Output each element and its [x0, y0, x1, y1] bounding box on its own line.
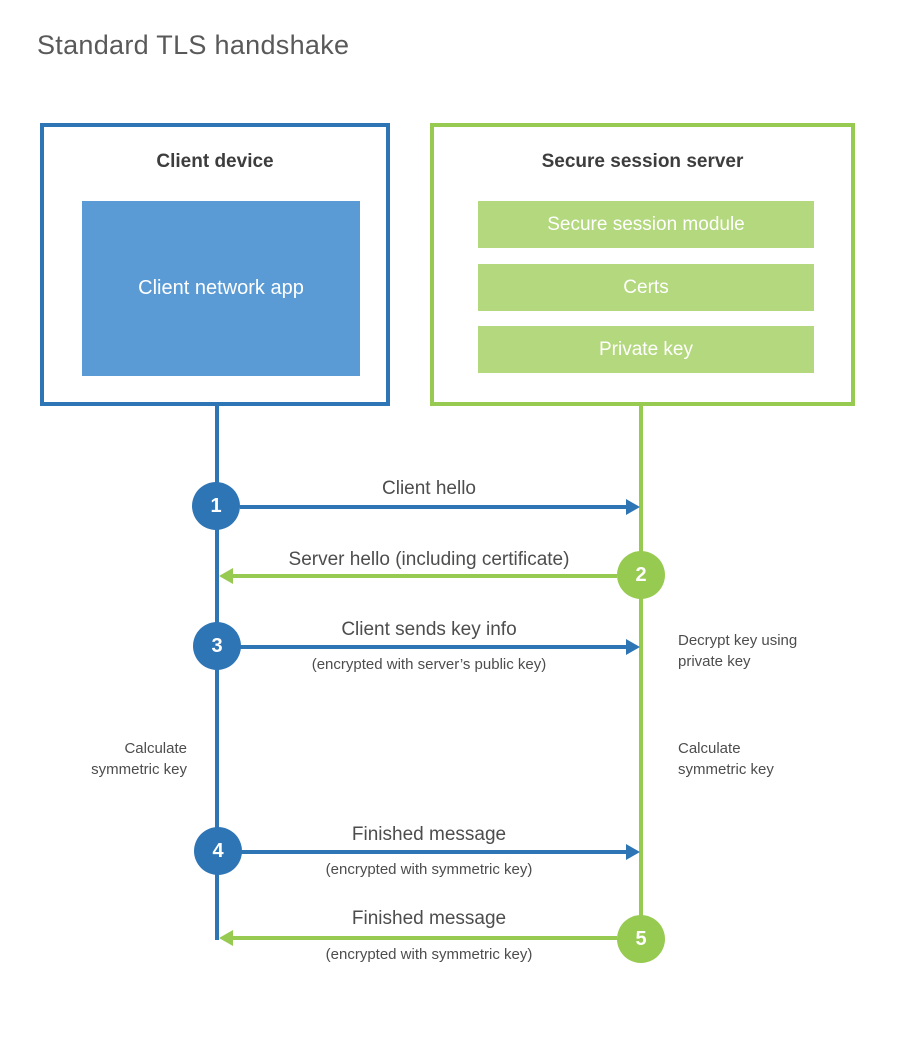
client-lifeline [215, 404, 219, 940]
step-number: 3 [211, 634, 223, 657]
arrow-client-sends-key-info [240, 639, 640, 655]
client-device-box: Client device Client network app [40, 123, 390, 406]
arrow-finished-message-server [219, 930, 617, 946]
diagram-title: Standard TLS handshake [37, 30, 350, 60]
message-sublabel-encrypted-symmetric-key-client: (encrypted with symmetric key) [325, 861, 533, 878]
arrow-shaft [231, 936, 617, 940]
message-label-finished-message-client: Finished message [351, 824, 507, 845]
arrow-finished-message-client [240, 844, 640, 860]
client-network-app-label: Client network app [138, 277, 304, 299]
arrowhead-left-icon [219, 930, 233, 946]
client-device-title: Client device [156, 151, 274, 172]
message-label-client-hello: Client hello [382, 478, 476, 499]
arrowhead-right-icon [626, 639, 640, 655]
step-number: 1 [210, 494, 222, 517]
arrow-shaft [240, 505, 628, 509]
server-module-private-key: Private key [478, 326, 814, 373]
server-module-label: Certs [623, 277, 669, 298]
secure-session-server-title: Secure session server [541, 151, 744, 172]
step-number: 2 [635, 563, 647, 586]
step-circle-4: 4 [194, 827, 242, 875]
step-number: 5 [635, 927, 647, 950]
message-label-server-hello: Server hello (including certificate) [288, 549, 570, 570]
secure-session-server-box: Secure session server Secure session mod… [430, 123, 855, 406]
arrowhead-right-icon [626, 499, 640, 515]
arrow-server-hello [219, 568, 617, 584]
note-decrypt-key: Decrypt key using private key [678, 632, 798, 670]
note-calculate-symmetric-key-client: Calculate symmetric key [91, 740, 187, 778]
message-label-client-sends-key-info: Client sends key info [341, 619, 517, 640]
message-label-finished-message-server: Finished message [351, 908, 507, 929]
step-circle-5: 5 [617, 915, 665, 963]
server-module-label: Secure session module [547, 214, 745, 235]
note-calculate-symmetric-key-server: Calculate symmetric key [678, 740, 774, 778]
step-circle-1: 1 [192, 482, 240, 530]
server-module-secure-session-module: Secure session module [478, 201, 814, 248]
server-lifeline [639, 404, 643, 939]
step-number: 4 [212, 839, 224, 862]
client-network-app-box: Client network app [82, 201, 360, 376]
message-sublabel-encrypted-public-key: (encrypted with server’s public key) [311, 656, 547, 673]
server-module-certs: Certs [478, 264, 814, 311]
arrow-shaft [240, 645, 628, 649]
server-module-label: Private key [599, 339, 693, 360]
arrow-shaft [240, 850, 628, 854]
step-circle-3: 3 [193, 622, 241, 670]
arrowhead-left-icon [219, 568, 233, 584]
arrow-shaft [231, 574, 617, 578]
arrow-client-hello [240, 499, 640, 515]
message-sublabel-encrypted-symmetric-key-server: (encrypted with symmetric key) [325, 946, 533, 963]
arrowhead-right-icon [626, 844, 640, 860]
step-circle-2: 2 [617, 551, 665, 599]
